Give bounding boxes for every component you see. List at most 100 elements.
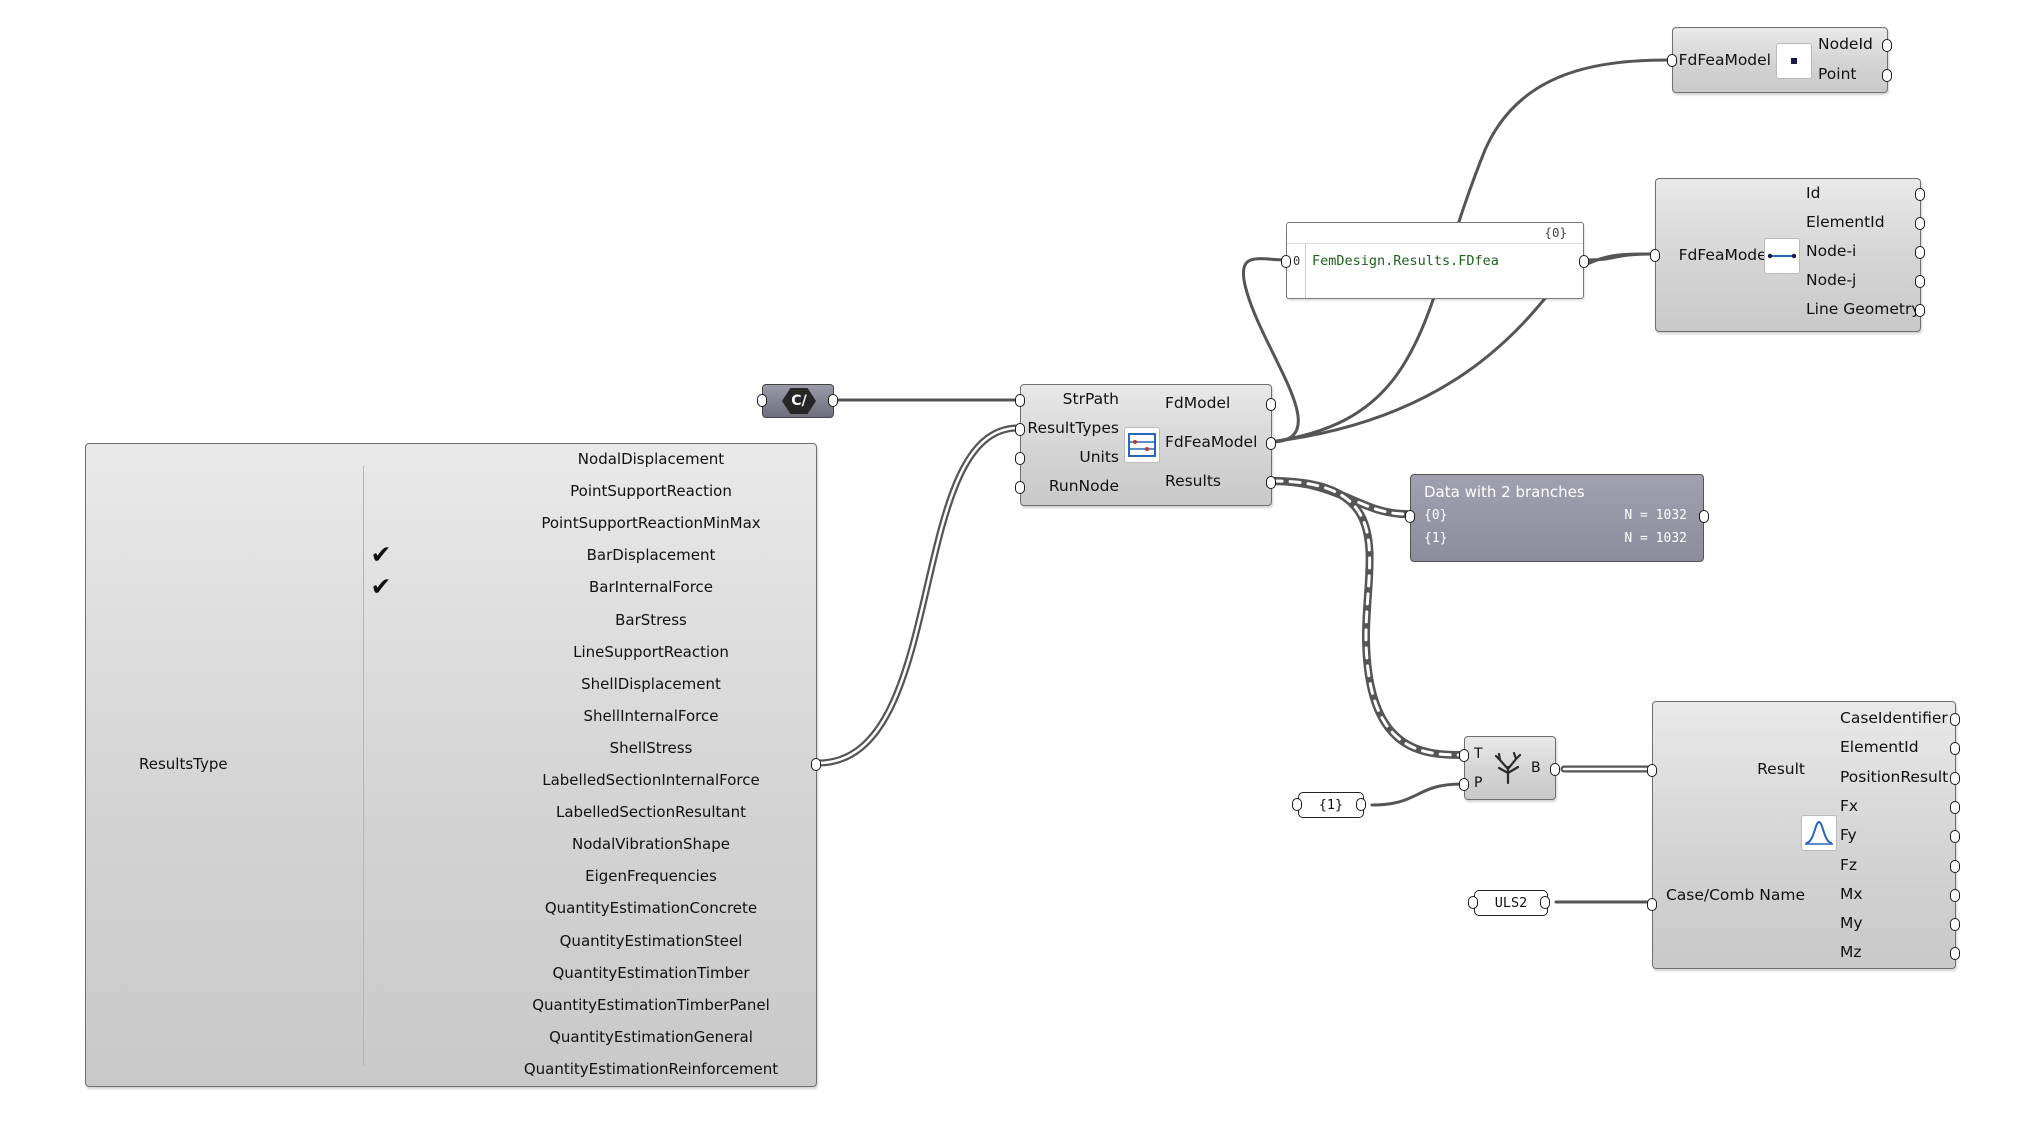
- line-geometry-grip[interactable]: [1915, 304, 1925, 317]
- nodeid-grip[interactable]: [1882, 39, 1892, 52]
- value-list-item[interactable]: BarDisplacement: [586, 546, 716, 565]
- node-output-nodeid: NodeId: [1818, 35, 1873, 53]
- value-list-item[interactable]: QuantityEstimationTimber: [552, 963, 750, 982]
- force-output-grip[interactable]: [1950, 918, 1960, 932]
- panel-value: FemDesign.Results.FDfea: [1312, 253, 1499, 269]
- node-deconstruct-component[interactable]: FdFeaModel NodeId Point: [1667, 27, 1892, 93]
- value-list-item[interactable]: QuantityEstimationReinforcement: [523, 1059, 779, 1078]
- units-grip[interactable]: [1015, 452, 1025, 465]
- data-viewer-output-grip[interactable]: [1699, 510, 1709, 523]
- force-output-mx: Mx: [1840, 884, 1863, 903]
- id-grip[interactable]: [1915, 188, 1925, 201]
- input-runnode: RunNode: [1048, 477, 1119, 495]
- force-output-grip[interactable]: [1950, 947, 1960, 961]
- file-path-output-grip[interactable]: [757, 394, 767, 407]
- force-output-mz: Mz: [1840, 943, 1862, 962]
- bar-deconstruct-component[interactable]: FdFeaModel Id ElementId Node-i Node-j Li…: [1650, 178, 1925, 332]
- bar-input-fdfeamodel: FdFeaModel: [1678, 246, 1771, 264]
- branch-0-path: {0}: [1424, 508, 1448, 523]
- value-list-item[interactable]: QuantityEstimationSteel: [559, 931, 743, 950]
- case-name-panel[interactable]: ULS2: [1468, 890, 1550, 916]
- tree-b-grip[interactable]: [1550, 763, 1560, 776]
- force-output-grip[interactable]: [1950, 888, 1960, 902]
- panel-output-grip[interactable]: [1579, 255, 1589, 268]
- output-fdfeamodel: FdFeaModel: [1165, 433, 1258, 451]
- bar-line-icon: [1764, 238, 1800, 274]
- tree-input-p: P: [1474, 775, 1483, 791]
- bar-input-grip[interactable]: [1650, 249, 1660, 262]
- value-list-item[interactable]: NodalDisplacement: [577, 450, 725, 468]
- value-list-item[interactable]: ShellInternalForce: [583, 706, 719, 725]
- value-list-separator: [363, 466, 364, 1066]
- file-path-param[interactable]: C/: [757, 384, 838, 418]
- branch-path-panel[interactable]: {1}: [1292, 792, 1366, 818]
- force-output-fy: Fy: [1840, 826, 1857, 845]
- value-list-item[interactable]: LineSupportReaction: [573, 642, 729, 661]
- output-fdmodel: FdModel: [1165, 394, 1231, 412]
- value-list-item[interactable]: QuantityEstimationTimberPanel: [532, 995, 770, 1014]
- file-path-input-grip[interactable]: [828, 394, 838, 407]
- value-list-item[interactable]: PointSupportReactionMinMax: [541, 514, 761, 533]
- force-curve-icon: [1801, 815, 1837, 851]
- tree-t-grip[interactable]: [1459, 749, 1469, 762]
- data-viewer-input-grip[interactable]: [1405, 510, 1415, 523]
- branch-path-output-grip[interactable]: [1356, 798, 1366, 811]
- elementid-grip[interactable]: [1915, 217, 1925, 230]
- file-path-icon: C/: [782, 388, 816, 414]
- fdfea-panel[interactable]: {0} 0 FemDesign.Results.FDfea: [1281, 222, 1589, 299]
- force-output-grip[interactable]: [1950, 742, 1960, 756]
- panel-gutter: [1287, 243, 1306, 298]
- panel-input-grip[interactable]: [1281, 255, 1291, 268]
- value-list-item[interactable]: EigenFrequencies: [585, 867, 717, 886]
- point-grip[interactable]: [1882, 69, 1892, 82]
- force-output-grip[interactable]: [1950, 830, 1960, 844]
- value-list-item[interactable]: QuantityEstimationGeneral: [549, 1027, 753, 1046]
- value-list-item[interactable]: LabelledSectionResultant: [555, 803, 747, 822]
- tree-p-grip[interactable]: [1459, 778, 1469, 791]
- fdmodel-grip[interactable]: [1266, 398, 1276, 411]
- branch-0-count: N = 1032: [1624, 508, 1687, 523]
- input-units: Units: [1079, 448, 1119, 466]
- data-viewer[interactable]: Data with 2 branches {0} N = 1032 {1} N …: [1405, 474, 1709, 562]
- value-list-item[interactable]: BarStress: [615, 610, 687, 629]
- branch-path-input-grip[interactable]: [1292, 798, 1302, 811]
- value-list-item[interactable]: LabelledSectionInternalForce: [542, 771, 760, 789]
- force-output-elementid: ElementId: [1840, 738, 1919, 757]
- tree-input-t: T: [1474, 746, 1483, 762]
- tree-branch-component[interactable]: T P B: [1459, 736, 1560, 800]
- value-list-item[interactable]: BarInternalForce: [588, 578, 714, 597]
- resulttypes-grip[interactable]: [1015, 423, 1025, 436]
- casecomb-grip[interactable]: [1647, 898, 1657, 911]
- read-results-component[interactable]: StrPath ResultTypes Units RunNode FdMode…: [1015, 384, 1276, 506]
- node-icon: [1776, 43, 1812, 79]
- node-j-grip[interactable]: [1915, 275, 1925, 288]
- node-input-grip[interactable]: [1667, 54, 1677, 67]
- force-output-positionresult: PositionResult: [1840, 767, 1949, 786]
- node-i-grip[interactable]: [1915, 246, 1925, 259]
- value-list-item[interactable]: PointSupportReaction: [570, 482, 732, 501]
- force-output-grip[interactable]: [1950, 800, 1960, 814]
- value-list-item[interactable]: ShellDisplacement: [581, 674, 721, 693]
- case-name-input-grip[interactable]: [1468, 896, 1478, 909]
- case-name-output-grip[interactable]: [1540, 896, 1550, 909]
- force-output-fz: Fz: [1840, 855, 1858, 874]
- wire-path-panel-to-p: [1370, 782, 1464, 807]
- force-output-grip[interactable]: [1950, 713, 1960, 726]
- runnode-grip[interactable]: [1015, 481, 1025, 494]
- result-grip[interactable]: [1647, 764, 1657, 777]
- value-list-item[interactable]: ShellStress: [609, 738, 693, 757]
- bar-output-id: Id: [1806, 184, 1821, 202]
- strpath-grip[interactable]: [1015, 394, 1025, 407]
- value-list-item[interactable]: QuantityEstimationConcrete: [544, 899, 758, 918]
- fdfeamodel-grip[interactable]: [1266, 437, 1276, 450]
- value-list-item[interactable]: NodalVibrationShape: [572, 835, 730, 854]
- panel-path: {0}: [1544, 225, 1567, 240]
- checkmark-icon: ✔: [370, 540, 392, 570]
- value-list-output-grip[interactable]: [811, 758, 821, 771]
- force-output-grip[interactable]: [1950, 771, 1960, 785]
- results-grip[interactable]: [1266, 476, 1276, 489]
- force-output-grip[interactable]: [1950, 859, 1960, 873]
- checkmark-icon: ✔: [370, 572, 392, 602]
